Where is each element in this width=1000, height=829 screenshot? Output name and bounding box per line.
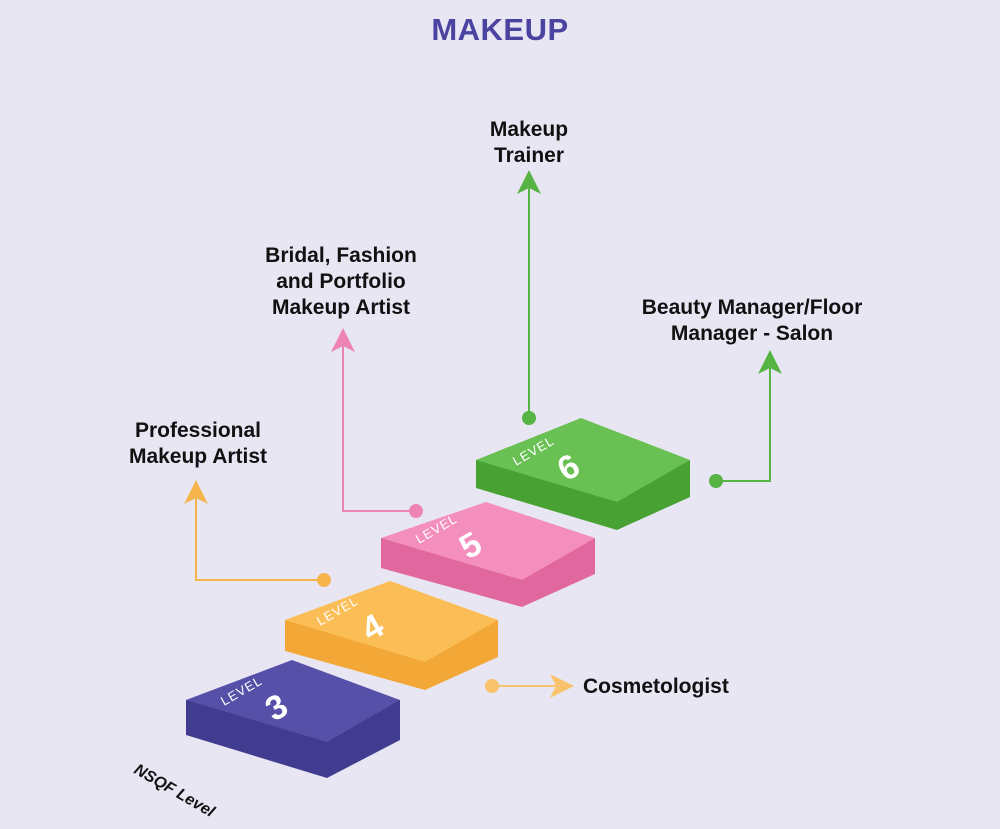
connector-manager (709, 350, 782, 488)
connector-professional (184, 480, 331, 587)
role-cosmetologist: Cosmetologist (583, 674, 763, 700)
role-makeup-trainer-line-2: Trainer (493, 144, 565, 167)
level-5-block: LEVEL 5 (381, 502, 595, 607)
role-professional-makeup-artist: Professional Makeup Artist (108, 418, 288, 470)
role-professional-line-2: Makeup Artist (128, 445, 268, 468)
connector-cosmetologist (485, 674, 574, 698)
level-6-block: LEVEL 6 (476, 418, 690, 530)
role-beauty-manager-line-1: Beauty Manager/Floor (641, 296, 863, 319)
role-bridal-fashion-portfolio: Bridal, Fashion and Portfolio Makeup Art… (236, 243, 446, 321)
connector-bridal (331, 328, 423, 518)
role-professional-line-1: Professional (134, 419, 262, 442)
role-cosmetologist-line-1: Cosmetologist (583, 675, 729, 698)
level-3-block: LEVEL 3 (186, 660, 400, 778)
diagram-title: MAKEUP (431, 12, 569, 47)
role-bridal-line-1: Bridal, Fashion (265, 244, 417, 267)
role-makeup-trainer: Makeup Trainer (449, 117, 609, 169)
role-bridal-line-3: Makeup Artist (271, 296, 411, 319)
role-beauty-manager-line-2: Manager - Salon (670, 322, 834, 345)
level-4-block: LEVEL 4 (285, 581, 498, 690)
role-makeup-trainer-line-1: Makeup (489, 118, 569, 141)
role-beauty-manager: Beauty Manager/Floor Manager - Salon (612, 295, 892, 347)
connector-trainer (517, 170, 541, 425)
role-bridal-line-2: and Portfolio (276, 270, 406, 293)
